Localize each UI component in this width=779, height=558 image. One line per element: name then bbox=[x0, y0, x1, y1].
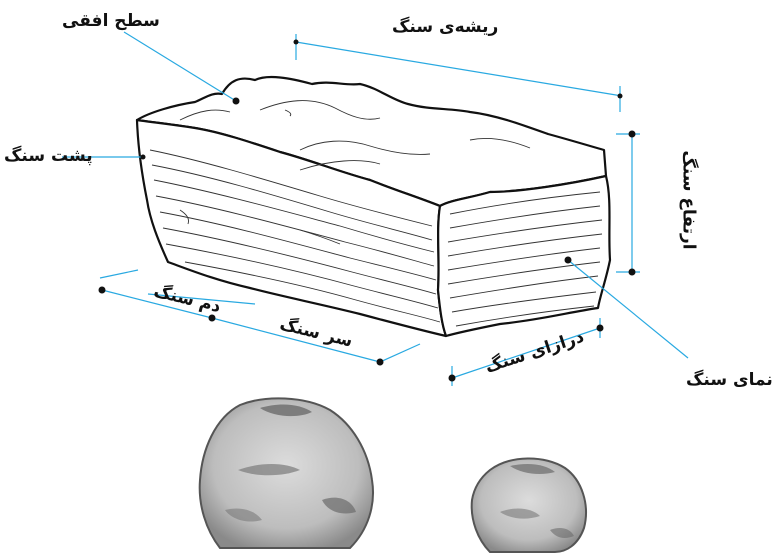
leader-horizontal-surface bbox=[124, 32, 236, 101]
label-stone-back: پشت سنگ bbox=[4, 148, 93, 165]
pebble-small bbox=[472, 458, 586, 552]
label-stone-grain: ریشه‌ی سنگ bbox=[392, 19, 498, 36]
label-stone-height: ارتفاع سنگ bbox=[680, 150, 697, 249]
label-horizontal-surface: سطح افقی bbox=[62, 13, 160, 30]
pebble-large bbox=[200, 398, 373, 548]
label-stone-face: نمای سنگ bbox=[686, 372, 773, 389]
stone-end-face bbox=[438, 176, 610, 336]
